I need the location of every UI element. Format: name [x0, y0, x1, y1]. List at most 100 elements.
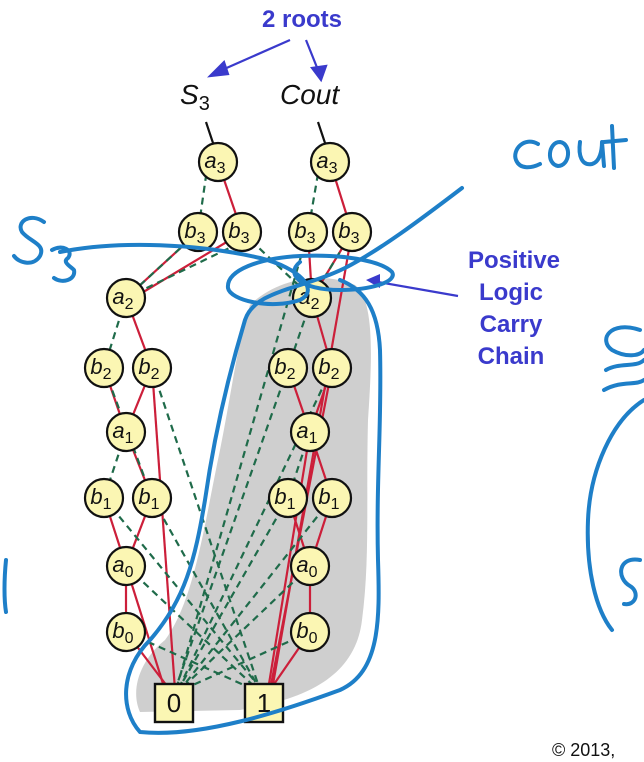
node-b1-right-1: b1 [267, 477, 309, 519]
ink-right-curve [585, 398, 644, 632]
node-var: b [184, 218, 196, 243]
node-sub: 2 [331, 366, 340, 383]
node-a0-right: a0 [289, 545, 331, 587]
node-label: b1 [274, 484, 295, 513]
ink-s-letter [12, 215, 46, 265]
node-circle [83, 477, 125, 519]
node-circle [289, 611, 331, 653]
node-sub: 3 [329, 160, 338, 177]
edge-dashed [173, 367, 290, 691]
node-circle [105, 611, 147, 653]
node-label: a0 [112, 552, 133, 581]
ink-loop-carry-chain [124, 186, 464, 735]
edge-dashed [150, 367, 262, 691]
node-var: b [274, 484, 286, 509]
handwriting-ink [2, 124, 644, 735]
node-b2-left-1: b2 [83, 347, 125, 389]
roots-label: 2 roots [262, 6, 342, 33]
node-label: a2 [112, 284, 133, 313]
node-circle [331, 211, 373, 253]
copyright-text: © 2013, [552, 740, 615, 760]
node-a3-right: a3 [309, 141, 351, 183]
terminal-0: 0 [153, 682, 195, 724]
node-label: b1 [318, 484, 339, 513]
node-label: a3 [316, 148, 337, 177]
node-circle [197, 141, 239, 183]
node-var: a [296, 552, 308, 577]
edge-solid [150, 367, 177, 691]
node-sub: 2 [103, 366, 112, 383]
node-var: b [90, 354, 102, 379]
node-sub: 0 [125, 564, 134, 581]
annotation-arrow [377, 280, 459, 298]
edge-dashed [179, 497, 333, 691]
node-circle [267, 477, 309, 519]
ink-3-digit [50, 245, 77, 283]
node-b3-left-2: b3 [221, 211, 263, 253]
node-var: a [112, 284, 124, 309]
edge-solid [270, 231, 354, 691]
node-sub: 3 [307, 230, 316, 247]
terminal-1-label: 1 [257, 688, 271, 718]
node-sub: 2 [287, 366, 296, 383]
node-b1-left-2: b1 [131, 477, 173, 519]
node-circle [177, 211, 219, 253]
node-var: b [318, 354, 330, 379]
node-var: b [274, 354, 286, 379]
ink-c [513, 139, 542, 170]
node-a0-left: a0 [105, 545, 147, 587]
root-s3-sub: 3 [199, 93, 210, 115]
node-var: a [316, 148, 328, 173]
node-var: a [296, 418, 308, 443]
node-b2-right-2: b2 [311, 347, 353, 389]
root-arrow-s3 [221, 38, 291, 72]
node-var: b [294, 218, 306, 243]
node-label: b3 [338, 218, 359, 247]
node-var: a [204, 148, 216, 173]
node-label: b2 [90, 354, 111, 383]
carry-chain-shade [136, 277, 371, 712]
node-b0-left: b0 [105, 611, 147, 653]
root-s3: S3 [180, 79, 210, 115]
node-sub: 1 [331, 496, 340, 513]
node-label: b2 [138, 354, 159, 383]
root-arrow-s3-head [207, 59, 230, 78]
root-cout: Cout [280, 79, 340, 110]
node-circle [131, 347, 173, 389]
node-label: a1 [296, 418, 317, 447]
root-edge [316, 121, 328, 147]
node-var: b [338, 218, 350, 243]
annotation-line-4: Chain [478, 343, 545, 370]
node-circle [311, 477, 353, 519]
node-circle [83, 347, 125, 389]
annotation-line-1: Positive [468, 247, 560, 274]
node-label: b2 [318, 354, 339, 383]
root-arrow-cout-head [310, 64, 328, 83]
node-label: a3 [204, 148, 225, 177]
node-var: b [228, 218, 240, 243]
root-arrow-cout [304, 39, 320, 71]
node-b1-right-2: b1 [311, 477, 353, 519]
node-var: b [138, 484, 150, 509]
annotation-line-3: Carry [480, 311, 543, 338]
node-sub: 1 [287, 496, 296, 513]
node-circle [289, 545, 331, 587]
node-label: a0 [296, 552, 317, 581]
ink-o [548, 140, 570, 168]
node-circle [221, 211, 263, 253]
node-circle [289, 411, 331, 453]
node-sub: 3 [217, 160, 226, 177]
root-s3-name: S [180, 79, 199, 110]
ink-loop-s3 [58, 242, 395, 307]
node-var: b [318, 484, 330, 509]
edge-dashed [177, 497, 289, 691]
ink-right-squiggle [602, 358, 644, 392]
node-b0-right: b0 [289, 611, 331, 653]
node-sub: 2 [311, 296, 320, 313]
node-circle [131, 477, 173, 519]
node-sub: 1 [309, 430, 318, 447]
node-b1-left-1: b1 [83, 477, 125, 519]
node-sub: 1 [125, 430, 134, 447]
edge-dashed [174, 231, 310, 691]
